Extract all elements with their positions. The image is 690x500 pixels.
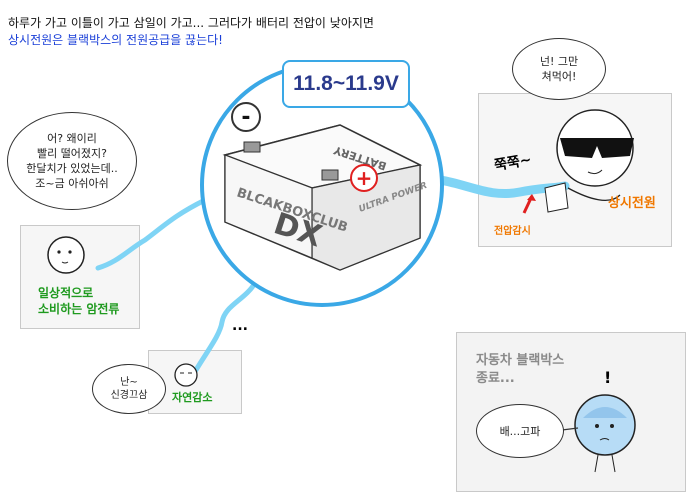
bottom-bubble-line: 신경끄삼 [110, 390, 148, 401]
left-bubble-line: 빨리 떨어졌지? [36, 147, 108, 160]
plus-marker [350, 164, 378, 192]
end-bubble-text: 배...고파 [499, 424, 541, 438]
header-line-1: 하루가 가고 이틀이 가고 삼일이 가고... 그러다가 배터리 전압이 낮아지… [8, 16, 374, 30]
end-title-line: 자동차 블랙박스 [476, 353, 565, 368]
voltage-monitor-label: 전압감시 [494, 226, 531, 237]
sunglasses-character [522, 109, 634, 214]
left-bubble-line: 어? 왜이리 [47, 132, 97, 145]
minus-sign: - [241, 105, 250, 130]
bottom-speech-bubble: 난~ 신경끄삼 [92, 364, 166, 414]
end-title: 자동차 블랙박스 종료... [476, 352, 564, 388]
end-title-line: 종료... [476, 371, 515, 386]
end-speech-bubble: 배...고파 [476, 404, 564, 458]
hungry-character [574, 394, 636, 473]
left-panel [20, 225, 140, 329]
left-caption: 일상적으로 소비하는 암전류 [38, 285, 148, 317]
right-bubble-line: 쳐먹어! [541, 70, 577, 83]
voltage-readout: 11.8~11.9V [282, 60, 410, 108]
bottom-caption: 자연감소 [172, 391, 213, 404]
right-caption: 상시전원 [608, 196, 656, 211]
left-speech-bubble: 어? 왜이리 빨리 떨어졌지? 한달치가 있었는데.. 조~금 아쉬아쉬 [7, 112, 137, 210]
left-caption-line: 일상적으로 [38, 286, 94, 300]
exclaim-mark: ! [604, 368, 612, 387]
sad-character-left [47, 236, 85, 274]
right-bubble-line: 넌! 그만 [539, 55, 579, 68]
cable-bottom [193, 280, 258, 373]
right-speech-bubble: 넌! 그만 쳐먹어! [512, 38, 606, 100]
header-line-2: 상시전원은 블랙박스의 전원공급을 끊는다! [8, 33, 223, 47]
minus-marker [231, 102, 261, 132]
plus-sign: + [356, 166, 373, 190]
left-bubble-line: 한달치가 있었는데.. [26, 162, 118, 175]
lazy-character [174, 363, 198, 387]
cable-left [95, 197, 208, 271]
bottom-dots: ... [232, 318, 248, 334]
left-caption-line: 소비하는 암전류 [38, 302, 120, 316]
bottom-bubble-line: 난~ [120, 377, 138, 388]
left-bubble-line: 조~금 아쉬아쉬 [35, 177, 109, 190]
